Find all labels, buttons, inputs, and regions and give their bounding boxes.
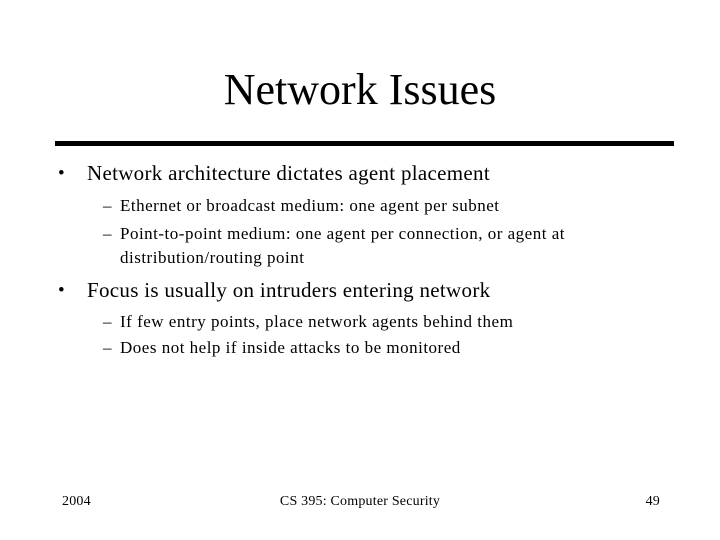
sub-bullet-item: – Ethernet or broadcast medium: one agen… — [103, 194, 643, 218]
sub-bullet-text: Ethernet or broadcast medium: one agent … — [120, 196, 500, 215]
bullet-text: Network architecture dictates agent plac… — [87, 161, 490, 185]
dash-bullet-icon: – — [103, 312, 112, 331]
sub-bullet-text: Does not help if inside attacks to be mo… — [120, 338, 461, 357]
footer-year: 2004 — [62, 494, 91, 509]
bullet-item: • Focus is usually on intruders entering… — [58, 277, 698, 304]
title-divider-rule — [55, 141, 674, 146]
sub-bullet-text: If few entry points, place network agent… — [120, 312, 514, 331]
footer-course-title: CS 395: Computer Security — [279, 494, 441, 509]
dash-bullet-icon: – — [103, 196, 112, 215]
bullet-dot-icon: • — [58, 280, 65, 301]
footer-page-number: 49 — [645, 494, 660, 509]
bullet-dot-icon: • — [58, 163, 65, 184]
sub-bullet-item: – If few entry points, place network age… — [103, 310, 643, 334]
dash-bullet-icon: – — [103, 338, 112, 357]
sub-bullet-text: Point-to-point medium: one agent per con… — [120, 224, 565, 267]
bullet-item: • Network architecture dictates agent pl… — [58, 160, 698, 187]
dash-bullet-icon: – — [103, 224, 112, 243]
sub-bullet-item: – Does not help if inside attacks to be … — [103, 336, 643, 360]
slide-title: Network Issues — [223, 65, 497, 114]
bullet-text: Focus is usually on intruders entering n… — [87, 278, 491, 302]
sub-bullet-item: – Point-to-point medium: one agent per c… — [103, 222, 643, 270]
